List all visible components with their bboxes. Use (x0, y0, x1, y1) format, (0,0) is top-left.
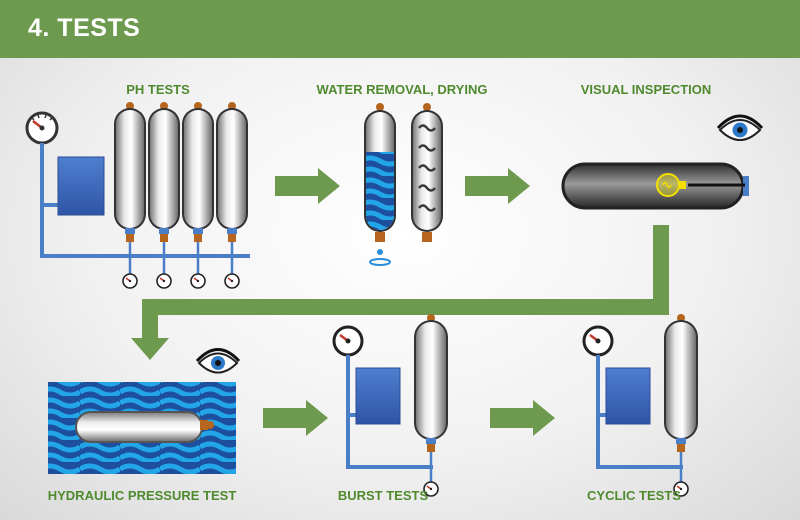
arrow-water-to-visual (465, 168, 530, 204)
step-label-cyclic-tests: CYCLIC TESTS (587, 488, 681, 503)
test-cylinder-icon (664, 314, 698, 452)
step-label-visual-inspection: VISUAL INSPECTION (580, 82, 712, 97)
visual-inspection-apparatus (561, 114, 764, 210)
ph-main-gauge-icon (25, 111, 59, 145)
ph-cylinder-icon (148, 102, 180, 242)
ph-small-gauge-icon (224, 273, 240, 289)
step-label-water-removal: WATER REMOVAL, DRYING (316, 82, 488, 97)
hydraulic-apparatus (48, 348, 241, 474)
drying-cylinder-icon (411, 103, 443, 242)
ph-cylinder-icon (114, 102, 146, 242)
ph-cylinders (114, 102, 248, 289)
cyclic-main-gauge-icon (582, 325, 614, 357)
ph-small-gauge-icon (190, 273, 206, 289)
step-label-hydraulic-pressure: HYDRAULIC PRESSURE TEST (47, 488, 237, 503)
water-drop-icon (377, 249, 383, 255)
ph-cylinder-icon (216, 102, 248, 242)
arrow-ph-to-water (275, 168, 340, 204)
cyclic-tests-apparatus (582, 314, 698, 497)
burst-tests-apparatus (332, 314, 448, 497)
eye-icon (716, 114, 764, 141)
flow-arrows (131, 168, 669, 436)
pump-box-icon (355, 367, 401, 425)
submerged-cylinder-icon (75, 411, 203, 443)
ph-pump-box-icon (57, 156, 105, 216)
step-label-ph-tests: PH TESTS (126, 82, 190, 97)
small-gauge-icon (673, 481, 689, 497)
ph-small-gauge-icon (122, 273, 138, 289)
burst-main-gauge-icon (332, 325, 364, 357)
page-title: 4. TESTS (28, 14, 141, 42)
test-cylinder-icon (414, 314, 448, 452)
light-bulb-icon (656, 173, 686, 197)
ph-tests-apparatus (25, 102, 250, 289)
ph-cylinder-icon (182, 102, 214, 242)
water-removal-apparatus (364, 103, 443, 266)
small-gauge-icon (423, 481, 439, 497)
eye-icon (195, 348, 241, 374)
ph-small-gauge-icon (156, 273, 172, 289)
pump-box-icon (605, 367, 651, 425)
arrow-hydraulic-to-burst (263, 400, 328, 436)
water-filled-cylinder-icon (364, 103, 396, 266)
header-bar: 4. TESTS (0, 0, 800, 58)
arrow-burst-to-cyclic (490, 400, 555, 436)
step-label-burst-tests: BURST TESTS (337, 488, 429, 503)
